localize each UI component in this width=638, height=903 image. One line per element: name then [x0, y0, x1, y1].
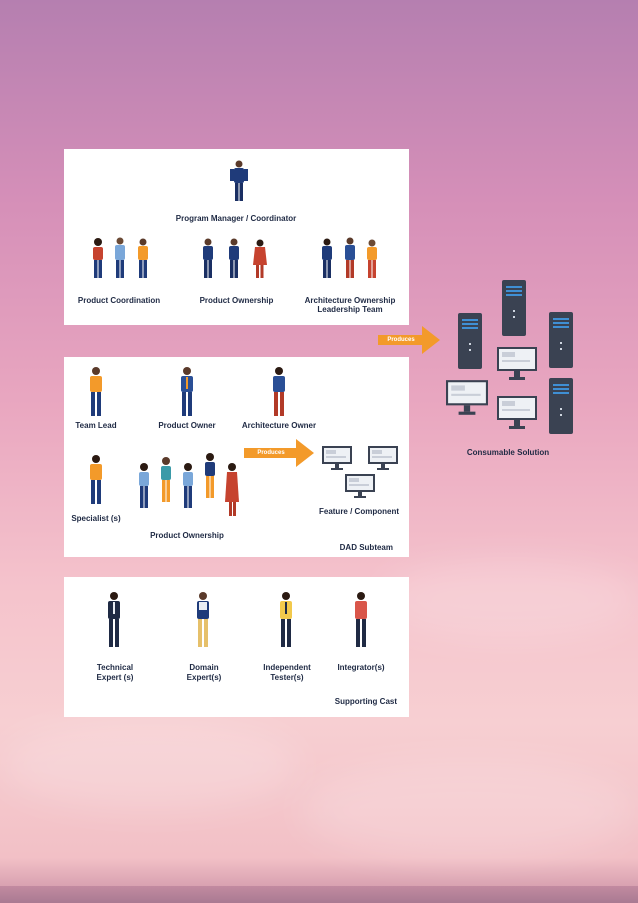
- product-owner-figure: [181, 367, 193, 416]
- architecture-owner-label: Architecture Owner: [241, 421, 317, 430]
- dad-subteam-panel: Team Lead Product Owner Architecture Own…: [64, 357, 409, 557]
- architecture-ownership-label: Architecture Ownership: [304, 296, 396, 305]
- main-produces-arrow: Produces: [378, 326, 440, 354]
- team-lead-label: Team Lead: [75, 421, 117, 430]
- monitor-icon: [497, 396, 537, 429]
- server-icon: [549, 378, 573, 434]
- cloud: [380, 560, 638, 640]
- independent-tester-label-1: Independent: [263, 663, 311, 672]
- independent-tester-label-2: Tester(s): [270, 673, 304, 682]
- technical-expert-figure: [108, 592, 120, 647]
- cloud: [0, 720, 300, 810]
- supporting-cast-label: Supporting Cast: [334, 697, 397, 706]
- consumable-solution-cluster: [440, 275, 590, 445]
- domain-expert-figure: [197, 592, 209, 647]
- integrator-label: Integrator(s): [337, 663, 385, 672]
- produces-arrow-label: Produces: [257, 450, 285, 456]
- leadership-team-label: Leadership Team: [317, 305, 383, 314]
- architecture-ownership-group: [322, 237, 377, 278]
- dad-subteam-label: DAD Subteam: [339, 543, 393, 552]
- main-produces-arrow-label: Produces: [387, 337, 415, 343]
- leadership-panel: Program Manager / Coordinator Product Co…: [64, 149, 409, 325]
- domain-expert-label-2: Expert(s): [186, 673, 222, 682]
- program-manager-figure: [230, 160, 248, 201]
- server-icon: [458, 313, 482, 369]
- team-lead-figure: [90, 367, 102, 416]
- feature-component-label: Feature / Component: [318, 507, 399, 516]
- cloud: [300, 760, 638, 860]
- produces-arrow: Produces: [244, 439, 314, 467]
- monitor-icon: [446, 380, 488, 415]
- consumable-solution-label: Consumable Solution: [466, 448, 550, 457]
- product-ownership-group: [203, 238, 267, 278]
- product-ownership-label: Product Ownership: [199, 296, 274, 305]
- team-product-ownership-group: [139, 453, 239, 516]
- technical-expert-label-1: Technical: [96, 663, 134, 672]
- monitor-icon: [345, 474, 375, 498]
- team-product-ownership-label: Product Ownership: [150, 531, 224, 540]
- product-coordination-label: Product Coordination: [77, 296, 161, 305]
- monitor-icon: [322, 446, 352, 470]
- integrator-figure: [355, 592, 367, 647]
- product-owner-label: Product Owner: [158, 421, 216, 430]
- program-manager-label: Program Manager / Coordinator: [175, 214, 297, 223]
- server-icon: [549, 312, 573, 368]
- supporting-cast-panel: Technical Expert (s) Domain Expert(s) In…: [64, 577, 409, 717]
- specialist-label: Specialist (s): [71, 514, 121, 523]
- monitor-icon: [368, 446, 398, 470]
- architecture-owner-figure: [273, 367, 285, 416]
- technical-expert-label-2: Expert (s): [96, 673, 134, 682]
- sea-horizon: [0, 886, 638, 903]
- monitor-icon: [497, 347, 537, 380]
- product-coordination-group: [93, 237, 148, 278]
- domain-expert-label-1: Domain: [189, 663, 219, 672]
- independent-tester-figure: [280, 592, 292, 647]
- server-icon: [502, 280, 526, 336]
- specialist-figure: [90, 455, 102, 504]
